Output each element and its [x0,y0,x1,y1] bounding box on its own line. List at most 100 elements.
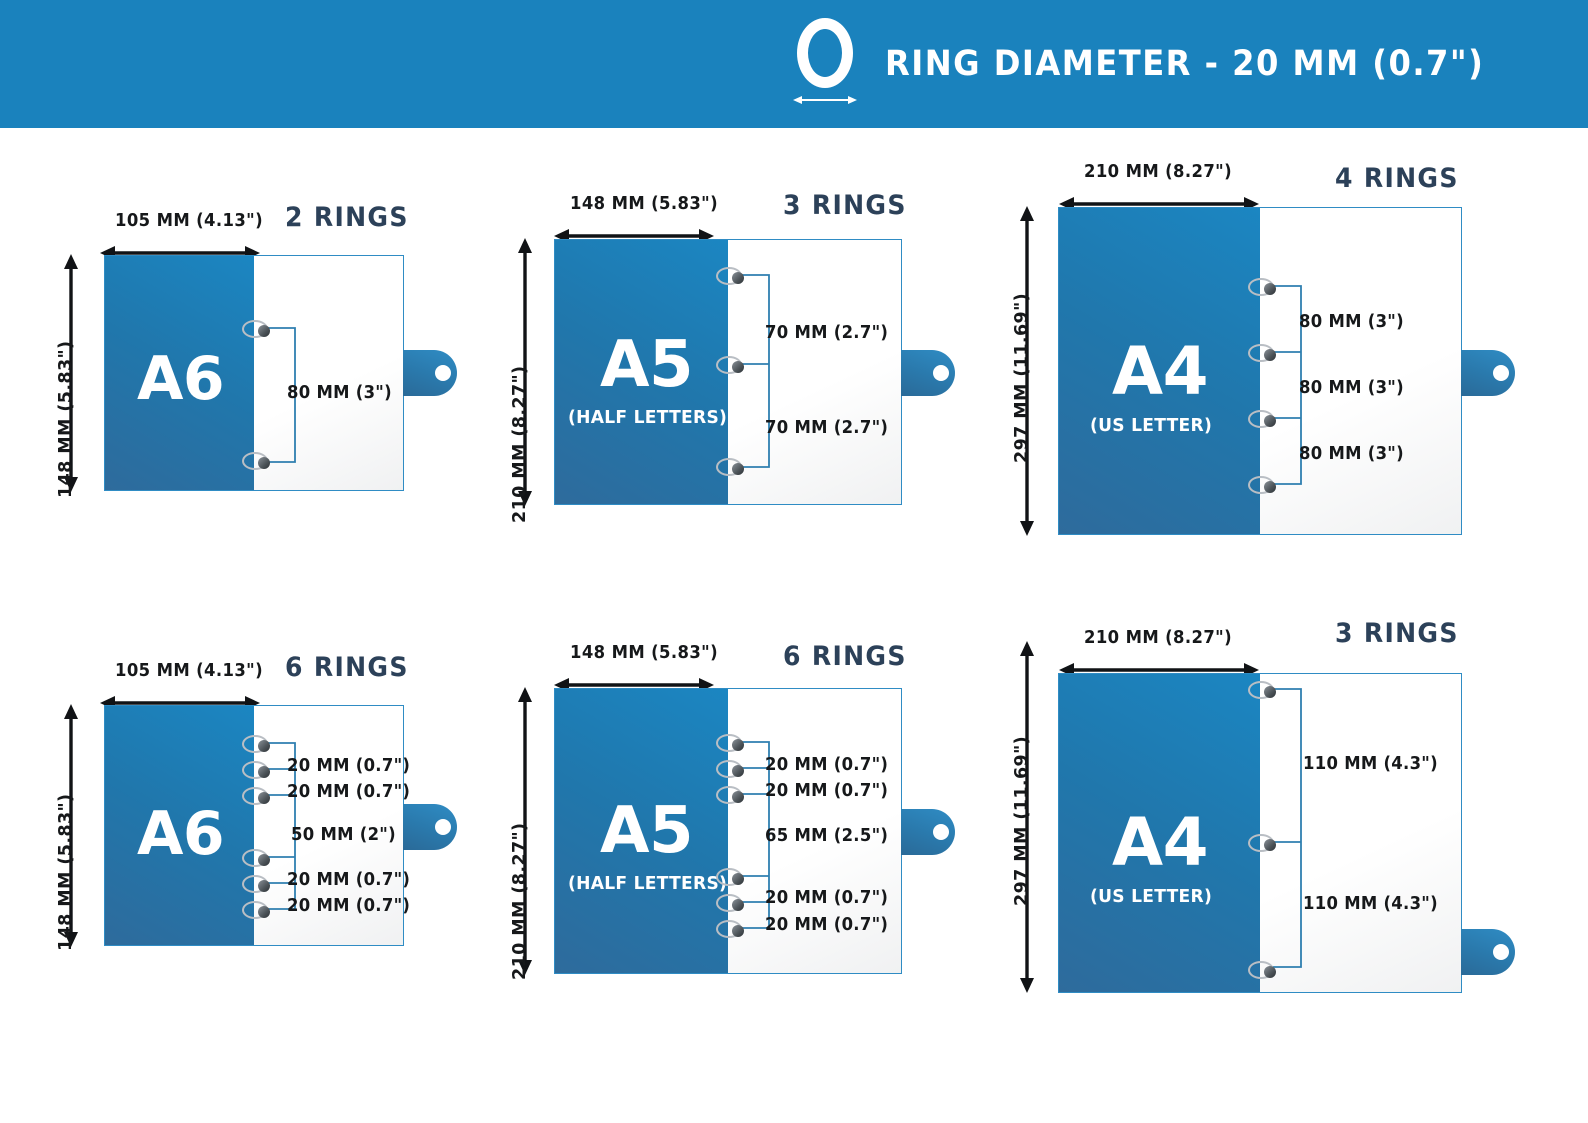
measurement-bracket [739,274,770,468]
paper-size-label: A4 [1112,333,1209,410]
binder-body: 20 MM (0.7") 20 MM (0.7") 65 MM (2.5") 2… [554,688,955,974]
binder-body: 80 MM (3") A6 [104,255,457,491]
binder-tab [901,809,955,855]
binder-ring [242,875,270,893]
ring-clasp-icon [1264,349,1276,361]
gap-label: 80 MM (3") [1299,378,1404,398]
binder-tab-hole [435,365,451,381]
ring-clasp-icon [1264,966,1276,978]
measurement-bracket [1271,285,1302,485]
rings-heading: 6 RINGS [783,641,907,672]
binder-tab-hole [1493,365,1509,381]
binder-ring [716,458,744,476]
gap-label: 80 MM (3") [1299,312,1404,332]
ring-clasp-icon [258,740,270,752]
binder-tab [901,350,955,396]
binder-ring [1248,961,1276,979]
ring-clasp-icon [1264,283,1276,295]
binder-ring [1248,410,1276,428]
gap-label: 20 MM (0.7") [287,870,411,890]
binder-tab-hole [933,824,949,840]
height-label: 148 MM (5.83") [56,793,76,951]
measurement-bracket [265,742,296,910]
binder-ring [716,267,744,285]
binder-body: 80 MM (3") 80 MM (3") 80 MM (3") A4 (US … [1058,207,1515,535]
ring-clasp-icon [732,739,744,751]
binder-tab-hole [1493,944,1509,960]
binder-cover [105,256,254,490]
header-bar: RING DIAMETER - 20 MM (0.7") [0,0,1588,128]
ring-clasp-icon [732,791,744,803]
binder-ring [1248,476,1276,494]
height-label: 148 MM (5.83") [56,340,76,498]
gap-label: 20 MM (0.7") [765,781,889,801]
binder-ring [716,920,744,938]
measurement-bracket [739,741,770,929]
gap-label: 80 MM (3") [287,383,392,403]
binder-tab-hole [435,819,451,835]
ring-clasp-icon [732,899,744,911]
ring-clasp-icon [1264,839,1276,851]
binder-ring [242,849,270,867]
binder-ring [716,356,744,374]
ring-clasp-icon [258,792,270,804]
gap-label: 110 MM (4.3") [1303,754,1438,774]
height-label: 297 MM (11.69") [1012,735,1032,906]
ring-clasp-icon [732,272,744,284]
binder-tab-hole [933,365,949,381]
binder-ring [716,786,744,804]
paper-size-sublabel: (US LETTER) [1090,886,1213,907]
rings-heading: 3 RINGS [783,190,907,221]
binder-pages [1260,674,1461,992]
height-arrow-icon [1020,206,1034,536]
ring-clasp-icon [1264,481,1276,493]
ring-clasp-icon [258,854,270,866]
ring-clasp-icon [258,880,270,892]
paper-size-label: A5 [600,328,694,402]
width-label: 105 MM (4.13") [115,661,263,681]
binder-body: 70 MM (2.7") 70 MM (2.7") A5 (HALF LETTE… [554,239,955,505]
binder-pages [254,706,403,945]
paper-size-label: A5 [600,794,694,868]
ring-clasp-icon [258,325,270,337]
binder-ring [242,761,270,779]
binder-pages [1260,208,1461,534]
height-arrow-icon [1020,641,1034,993]
ring-outline-icon [796,18,853,88]
height-arrow-icon [64,254,78,492]
cards-area: 2 RINGS 105 MM (4.13") 148 MM (5.83") [0,128,1588,1123]
binder-cover [105,706,254,945]
binder-ring [1248,681,1276,699]
binder-tab [403,350,457,396]
ring-clasp-icon [1264,415,1276,427]
paper-size-sublabel: (HALF LETTERS) [568,873,728,894]
paper-size-sublabel: (HALF LETTERS) [568,407,728,428]
binder-tab [1461,350,1515,396]
binder-ring [1248,344,1276,362]
measurement-bracket [265,327,296,463]
gap-label: 20 MM (0.7") [765,755,889,775]
rings-heading: 2 RINGS [285,202,409,233]
gap-label: 70 MM (2.7") [765,323,889,343]
binder-tab [1461,929,1515,975]
ring-clasp-icon [258,906,270,918]
gap-label: 20 MM (0.7") [287,756,411,776]
binder-body: 20 MM (0.7") 20 MM (0.7") 50 MM (2") 20 … [104,705,457,946]
ring-diameter-illustration [787,16,863,112]
width-label: 105 MM (4.13") [115,211,263,231]
binder-pages [728,240,901,504]
binder-ring [242,787,270,805]
rings-heading: 3 RINGS [1335,618,1459,649]
ring-clasp-icon [732,361,744,373]
width-label: 148 MM (5.83") [570,194,718,214]
paper-size-label: A4 [1112,804,1209,881]
height-label: 210 MM (8.27") [510,822,530,980]
height-label: 210 MM (8.27") [510,365,530,523]
binder-ring [716,760,744,778]
rings-heading: 6 RINGS [285,652,409,683]
width-label: 210 MM (8.27") [1084,162,1232,182]
height-arrow-icon [518,687,532,975]
width-label: 210 MM (8.27") [1084,628,1232,648]
ring-clasp-icon [258,766,270,778]
binder-cover [1059,674,1260,992]
